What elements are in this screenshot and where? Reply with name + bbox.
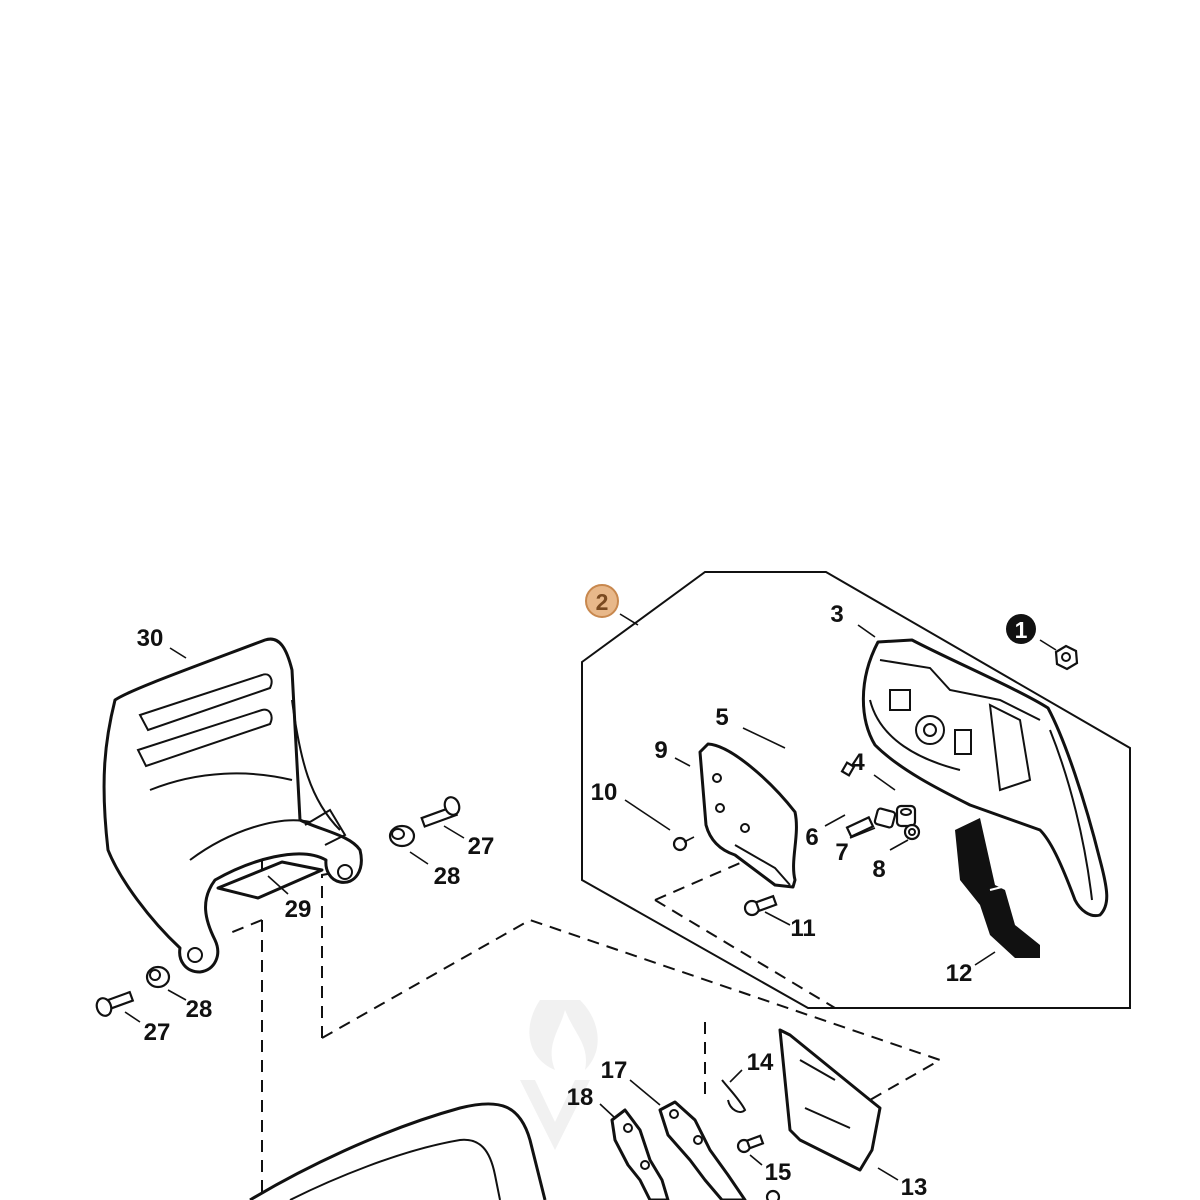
label-plate-part[interactable] bbox=[216, 860, 324, 900]
rail-plate-left-part[interactable] bbox=[610, 1108, 670, 1200]
adjusting-screw-part[interactable] bbox=[788, 733, 856, 777]
handle-frame-part[interactable] bbox=[249, 1102, 547, 1200]
hand-guard-part[interactable] bbox=[102, 637, 363, 974]
screw-upper-part[interactable] bbox=[420, 795, 462, 828]
rail-plate-right-part[interactable] bbox=[658, 1100, 747, 1200]
callout-27-upper: 27 bbox=[468, 833, 495, 860]
watermark-logo bbox=[520, 1000, 598, 1150]
leader-lines bbox=[124, 613, 1057, 1181]
callout-3: 3 bbox=[830, 601, 843, 628]
callout-7: 7 bbox=[835, 839, 848, 866]
spring-pin-part[interactable] bbox=[721, 1079, 747, 1113]
callout-12: 12 bbox=[946, 960, 973, 987]
small-screw-part[interactable] bbox=[672, 836, 695, 852]
pin-part[interactable] bbox=[845, 815, 875, 839]
callout-9: 9 bbox=[654, 737, 667, 764]
chain-catcher-part[interactable] bbox=[955, 818, 1040, 958]
callout-18: 18 bbox=[567, 1084, 594, 1111]
callout-2-label: 2 bbox=[596, 589, 609, 615]
callout-5: 5 bbox=[715, 704, 728, 731]
kit-outline bbox=[581, 571, 1131, 1009]
washer-part[interactable] bbox=[903, 823, 921, 841]
callout-11: 11 bbox=[790, 915, 815, 942]
callout-27-lower: 27 bbox=[144, 1019, 171, 1046]
callout-1: 1 bbox=[1006, 614, 1036, 644]
sprocket-cover-part[interactable] bbox=[861, 638, 1109, 918]
callout-8: 8 bbox=[872, 856, 885, 883]
nut-part[interactable] bbox=[1054, 644, 1079, 671]
callout-6: 6 bbox=[805, 824, 818, 851]
callout-13: 13 bbox=[901, 1174, 928, 1200]
callout-2: 2 bbox=[585, 584, 619, 618]
collar-nut-part[interactable] bbox=[895, 804, 917, 828]
cover-plate-part[interactable] bbox=[778, 1028, 882, 1172]
callout-30: 30 bbox=[137, 625, 164, 652]
callout-4: 4 bbox=[851, 749, 865, 776]
tensioner-slide-part[interactable] bbox=[873, 807, 897, 829]
callout-28-upper: 28 bbox=[434, 863, 461, 890]
callout-14: 14 bbox=[747, 1049, 774, 1076]
callout-17: 17 bbox=[601, 1057, 628, 1084]
callout-15: 15 bbox=[765, 1159, 792, 1186]
guide-plate-part[interactable] bbox=[698, 742, 798, 889]
screw-15-part[interactable] bbox=[736, 1134, 781, 1200]
sleeve-lower-part[interactable] bbox=[145, 965, 171, 989]
callout-1-label: 1 bbox=[1015, 617, 1028, 643]
callout-29: 29 bbox=[285, 896, 312, 923]
callout-28-lower: 28 bbox=[186, 996, 213, 1023]
screw-lower-part[interactable] bbox=[94, 990, 135, 1018]
screw-11-part[interactable] bbox=[743, 894, 778, 917]
callout-10: 10 bbox=[591, 779, 618, 806]
sleeve-upper-part[interactable] bbox=[388, 824, 416, 848]
